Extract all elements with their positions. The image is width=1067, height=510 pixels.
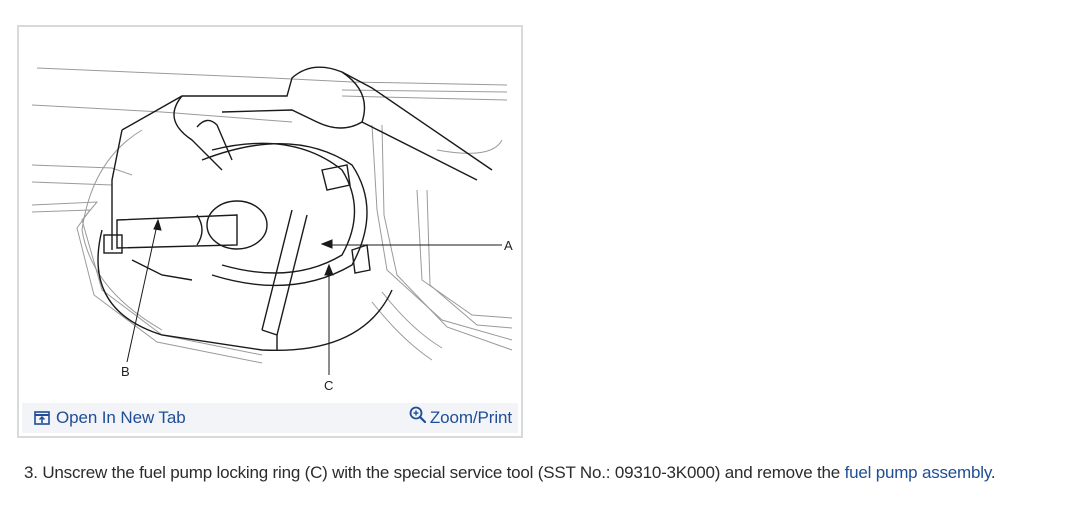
zoom-in-icon [409,406,427,424]
fuel-pump-assembly-link[interactable]: fuel pump assembly [844,463,992,482]
callout-b: B [121,364,130,379]
zoom-print-link[interactable]: Zoom/Print [409,406,512,428]
step-instruction: 3. Unscrew the fuel pump locking ring (C… [24,463,996,483]
diagram-illustration: A B C [31,66,513,393]
open-new-tab-icon [34,411,50,425]
open-in-new-tab-label: Open In New Tab [56,408,186,427]
step-number: 3. [24,463,38,482]
fuel-pump-diagram[interactable]: A B C [22,30,518,406]
figure-frame: A B C Open In New Tab [17,25,523,438]
step-text-before-link: Unscrew the fuel pump locking ring (C) w… [42,463,845,482]
step-text-after-link: . [990,463,996,482]
callout-c: C [324,378,333,393]
figure-footer: Open In New Tab Zoom/Print [22,403,518,433]
zoom-print-label: Zoom/Print [429,408,512,427]
open-in-new-tab-link[interactable]: Open In New Tab [34,408,186,428]
callout-a: A [504,238,513,253]
